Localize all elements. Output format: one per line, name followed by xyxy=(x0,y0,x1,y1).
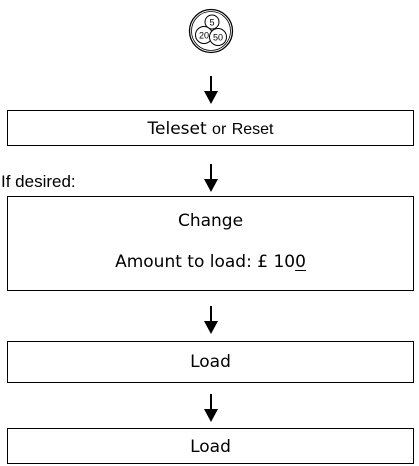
or-label: or xyxy=(212,121,227,138)
reset-label: Reset xyxy=(231,121,274,138)
coin-label-50: 50 xyxy=(213,33,223,43)
load-label-2: Load xyxy=(190,437,231,457)
arrow-down-icon xyxy=(204,306,218,334)
amount-to-load-label: Amount to load: £ 10 xyxy=(115,252,296,272)
step-load-box-2: Load xyxy=(7,428,414,464)
arrow-down-icon xyxy=(204,164,218,192)
amount-to-load-text: Amount to load: £ 100 xyxy=(8,252,413,272)
change-label: Change xyxy=(177,211,244,231)
arrow-down-icon xyxy=(204,394,218,422)
step-teleset-reset-text: Teleset or Reset xyxy=(8,119,413,140)
step-load-box-1: Load xyxy=(7,341,414,383)
amount-cursor-digit: 0 xyxy=(295,252,306,272)
coin-label-5: 5 xyxy=(209,18,214,28)
step-change-amount-box: Change Amount to load: £ 100 xyxy=(7,196,414,291)
coin-icon: 5 20 50 xyxy=(188,8,234,54)
coin-label-20: 20 xyxy=(199,31,209,41)
step-teleset-reset-box: Teleset or Reset xyxy=(7,110,414,146)
arrow-down-icon xyxy=(204,76,218,104)
teleset-label: Teleset xyxy=(147,119,207,139)
condition-label: If desired: xyxy=(1,172,76,191)
load-label-1: Load xyxy=(190,352,231,372)
